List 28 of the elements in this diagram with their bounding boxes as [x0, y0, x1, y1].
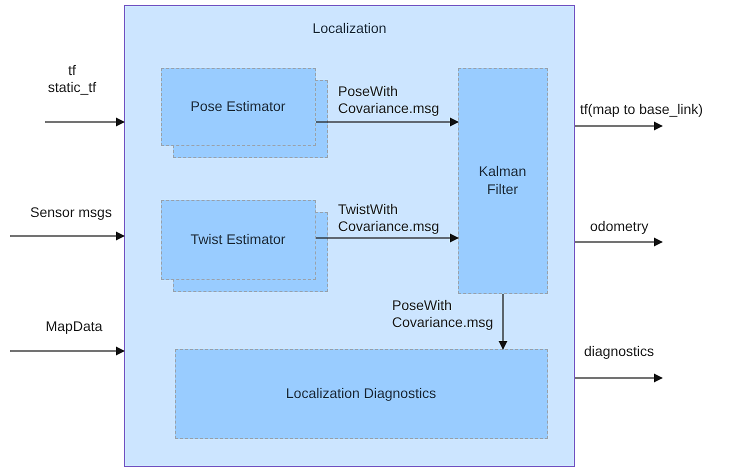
arrow — [575, 237, 663, 247]
edge-label: tf(map to base_link) — [580, 101, 704, 118]
edge-label: PoseWith Covariance.msg — [338, 83, 440, 117]
edge-label: diagnostics — [584, 343, 656, 360]
process-box — [174, 348, 548, 438]
node-label: Twist Estimator — [190, 230, 286, 249]
arrow — [45, 117, 125, 127]
arrow — [575, 121, 663, 131]
process-box — [458, 68, 548, 294]
arrow — [575, 373, 663, 383]
node-label: Pose Estimator — [190, 97, 286, 116]
module-boundary — [124, 5, 575, 467]
edge-label: odometry — [590, 218, 650, 235]
arrow — [498, 294, 508, 350]
edge-label: MapData — [44, 318, 104, 335]
node-label: Localization — [312, 19, 386, 38]
edge-label: PoseWith Covariance.msg — [392, 297, 494, 331]
arrow — [316, 117, 459, 127]
node-label: Localization Diagnostics — [286, 384, 436, 403]
node-label: Kalman Filter — [478, 163, 528, 198]
arrow — [10, 346, 125, 356]
edge-label: TwistWith Covariance.msg — [338, 201, 440, 235]
arrow — [316, 233, 459, 243]
process-box — [160, 68, 316, 146]
edge-label: Sensor msgs — [29, 204, 113, 221]
edge-label: tf static_tf — [46, 62, 98, 96]
process-box — [160, 200, 316, 280]
arrow — [10, 231, 125, 241]
